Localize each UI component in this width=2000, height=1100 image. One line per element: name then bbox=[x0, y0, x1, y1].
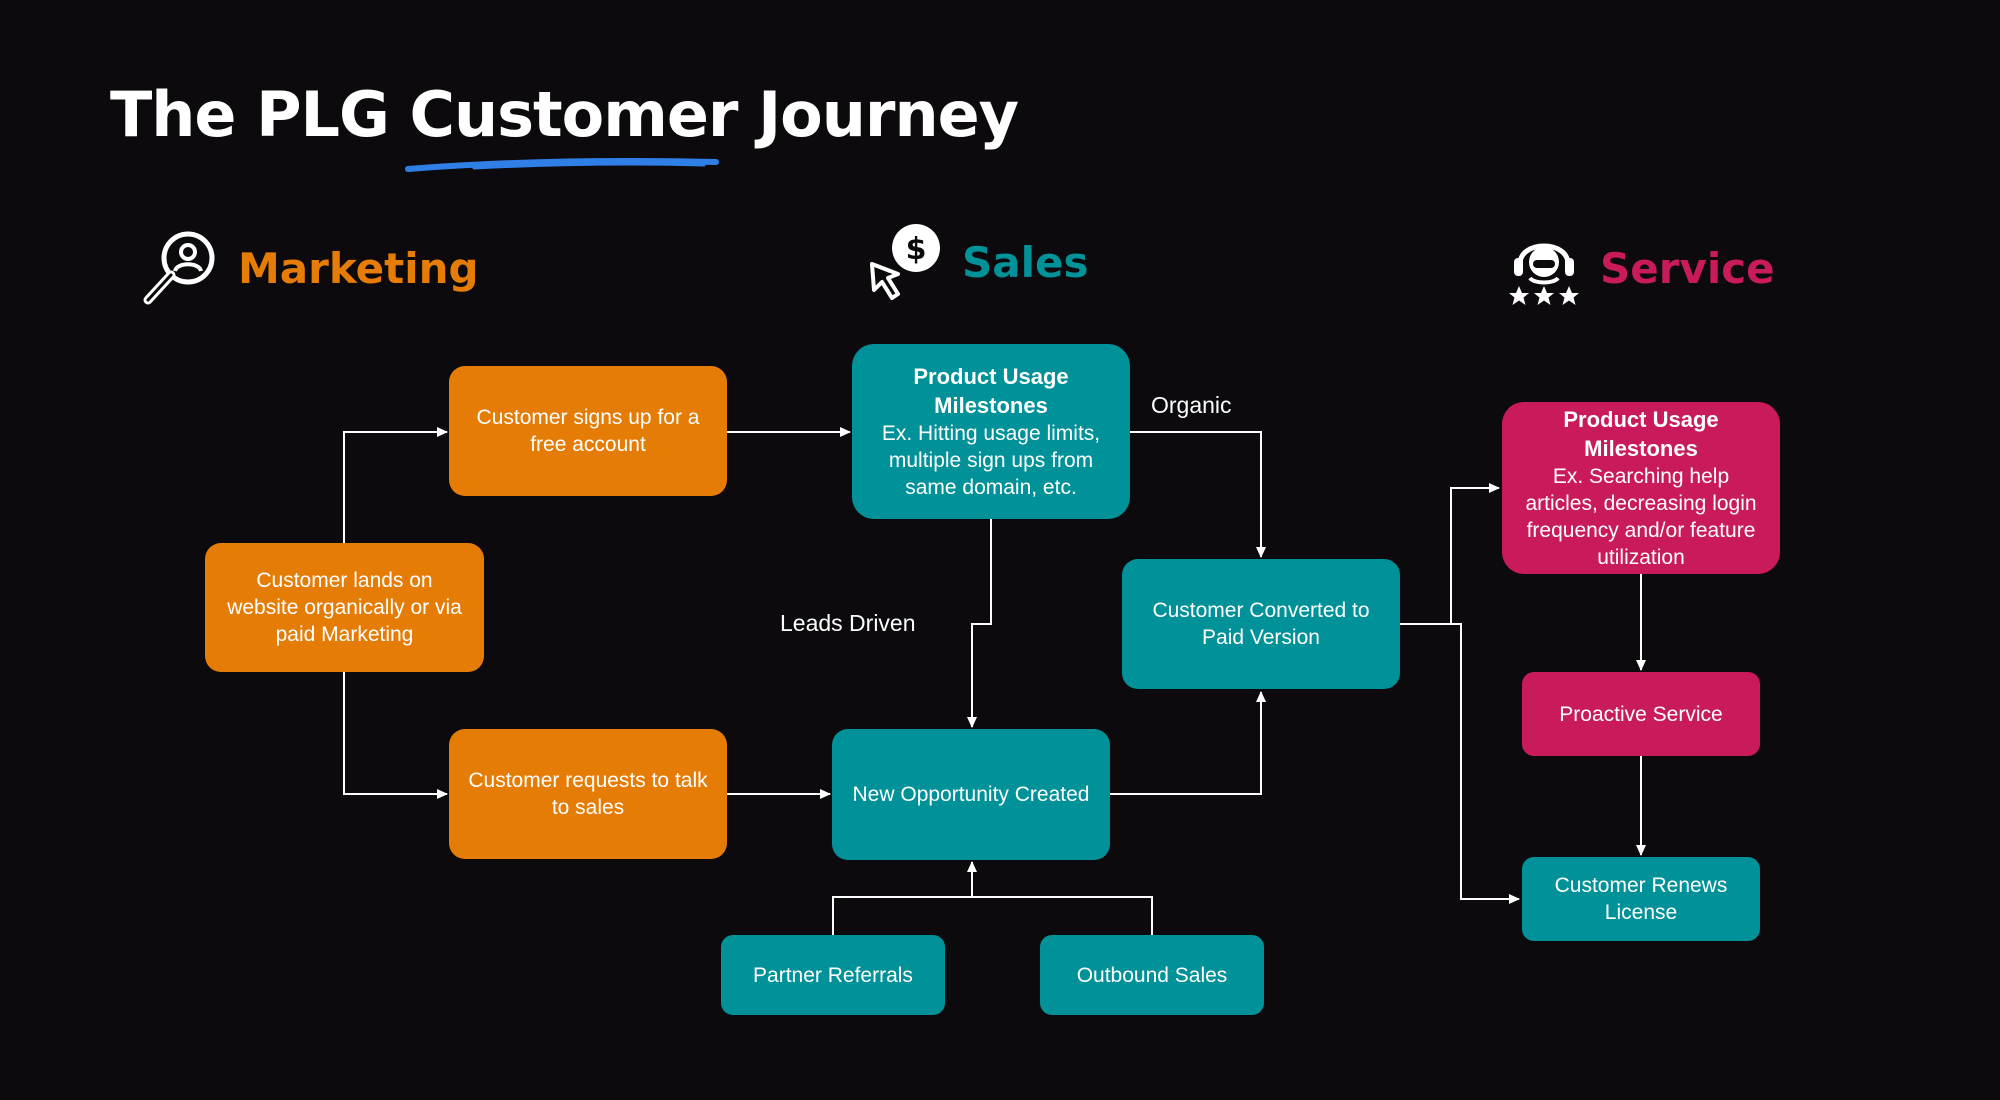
magnifier-user-icon bbox=[143, 231, 215, 305]
section-marketing-label: Marketing bbox=[238, 243, 479, 293]
node-service-usage-milestones-title: Product Usage Milestones bbox=[1563, 407, 1719, 461]
title-underline-stroke bbox=[405, 157, 719, 172]
section-sales: $ Sales bbox=[864, 222, 1088, 302]
headset-stars-icon bbox=[1509, 243, 1579, 305]
edge-converted-to-renews bbox=[1400, 623, 1520, 904]
node-customer-requests-sales-text: Customer requests to talk to sales bbox=[468, 769, 708, 819]
edge-label-organic: Organic bbox=[1151, 392, 1232, 418]
node-customer-renews-text: Customer Renews License bbox=[1554, 874, 1728, 924]
node-proactive-service: Proactive Service bbox=[1522, 672, 1760, 756]
node-customer-converted-text: Customer Converted to Paid Version bbox=[1152, 599, 1370, 649]
section-service: Service bbox=[1506, 228, 1775, 308]
node-customer-lands: Customer lands on website organically or… bbox=[205, 543, 484, 672]
node-customer-renews: Customer Renews License bbox=[1522, 857, 1760, 941]
node-outbound-sales-text: Outbound Sales bbox=[1076, 963, 1228, 987]
page-title: The PLG Customer Journey bbox=[110, 78, 1019, 151]
edge-milestones-to-opportunity bbox=[967, 519, 992, 728]
node-new-opportunity-text: New Opportunity Created bbox=[852, 783, 1090, 806]
node-outbound-sales: Outbound Sales bbox=[1040, 935, 1264, 1015]
edge-milestones-organic-to-converted bbox=[1130, 431, 1266, 558]
node-new-opportunity: New Opportunity Created bbox=[832, 729, 1110, 860]
node-customer-signs-up: Customer signs up for a free account bbox=[449, 366, 727, 496]
node-customer-converted: Customer Converted to Paid Version bbox=[1122, 559, 1400, 689]
node-partner-referrals-text: Partner Referrals bbox=[753, 963, 913, 987]
node-customer-lands-text: Customer lands on website organically or… bbox=[227, 569, 462, 646]
node-sales-usage-milestones: Product Usage Milestones Ex. Hitting usa… bbox=[852, 344, 1130, 519]
edge-lands-to-requests bbox=[343, 672, 448, 799]
section-service-label: Service bbox=[1600, 243, 1775, 293]
node-service-usage-milestones-body: Ex. Searching help articles, decreasing … bbox=[1525, 465, 1757, 569]
svg-text:$: $ bbox=[906, 232, 927, 267]
node-service-usage-milestones: Product Usage Milestones Ex. Searching h… bbox=[1502, 402, 1780, 574]
section-sales-label: Sales bbox=[962, 237, 1089, 287]
node-sales-usage-milestones-body: Ex. Hitting usage limits, multiple sign … bbox=[881, 422, 1101, 499]
node-customer-requests-sales: Customer requests to talk to sales bbox=[449, 729, 727, 859]
edge-label-leads-driven: Leads Driven bbox=[780, 610, 916, 636]
node-sales-usage-milestones-title: Product Usage Milestones bbox=[913, 364, 1069, 418]
edge-opportunity-to-converted bbox=[1110, 691, 1266, 795]
edge-converted-to-service-milestones bbox=[1400, 483, 1500, 625]
node-proactive-service-text: Proactive Service bbox=[1559, 702, 1723, 726]
edge-partner-to-opportunity bbox=[832, 896, 1153, 935]
node-customer-signs-up-text: Customer signs up for a free account bbox=[476, 406, 700, 456]
node-partner-referrals: Partner Referrals bbox=[721, 935, 945, 1015]
cursor-dollar-icon: $ bbox=[870, 224, 940, 300]
edge-lands-to-signup bbox=[343, 427, 448, 543]
section-marketing: Marketing bbox=[140, 228, 479, 308]
